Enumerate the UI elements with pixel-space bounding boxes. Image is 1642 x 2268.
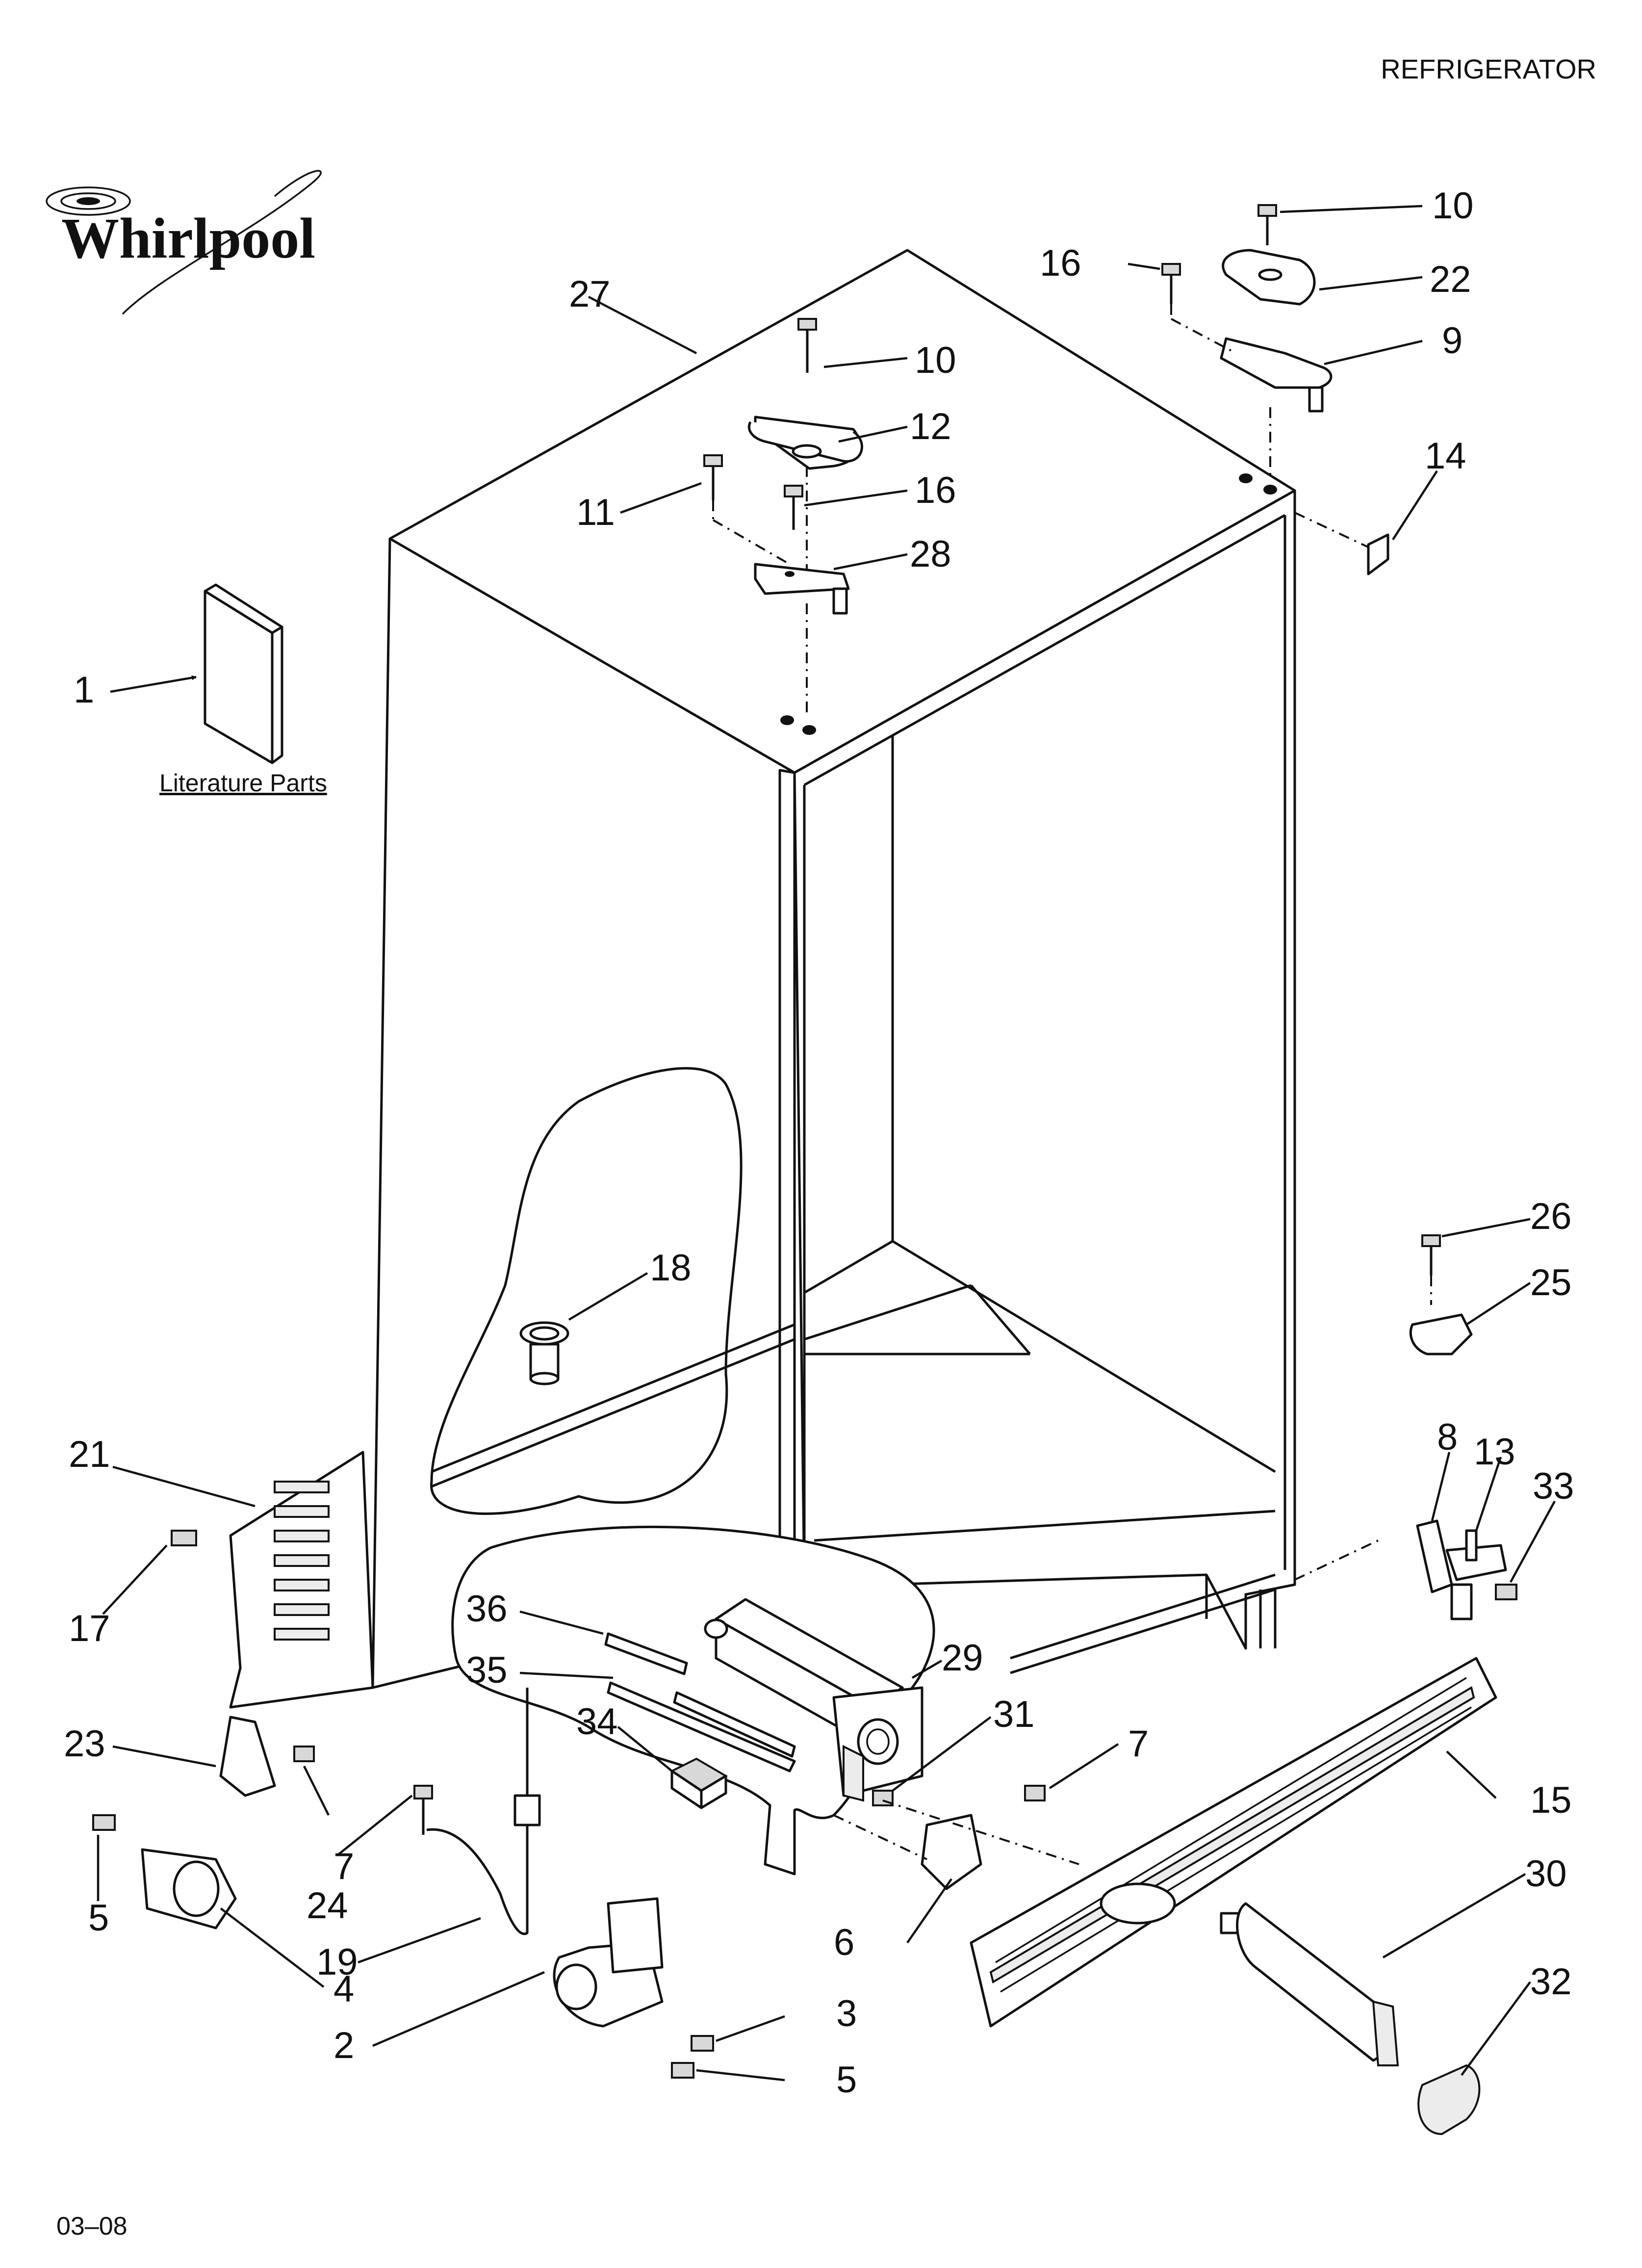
callout-29: 29 [942,1637,983,1679]
callout-4: 4 [334,1968,354,2010]
callout-7b: 7 [1128,1723,1149,1765]
callout-9: 9 [1442,320,1462,362]
plug-14 [1367,533,1389,575]
top-hinge-left [747,416,863,615]
bottom-hinge-right [1294,1519,1517,1620]
rear-grille-panel [171,1451,374,1709]
clip-34 [670,1757,728,1809]
literature-booklet [204,583,283,764]
callout-18: 18 [650,1247,692,1289]
screw-set-top [703,204,1441,1276]
callout-32: 32 [1530,1961,1572,2003]
callout-36: 36 [466,1588,508,1630]
callout-2: 2 [334,2025,354,2066]
brand-logo-text: Whirlpool [61,206,315,270]
top-hinge-right [1220,249,1333,413]
callout-1: 1 [74,669,94,711]
callout-33: 33 [1533,1465,1574,1507]
callout-16b: 16 [915,469,956,511]
callout-24: 24 [307,1885,348,1927]
callout-6: 6 [834,1922,854,1963]
whirlpool-logo: Whirlpool [46,170,322,315]
callout-34: 34 [576,1701,618,1743]
water-filter-cartridge [1220,1902,1399,2066]
header-category: REFRIGERATOR [1381,53,1596,84]
callout-5b: 5 [836,2059,857,2101]
callout-22: 22 [1430,259,1471,300]
water-tube-19 [413,1688,541,1935]
filter-bracket-6 [833,1785,1079,1890]
filter-cap-32 [1417,2064,1481,2136]
callout-25: 25 [1530,1262,1572,1303]
bracket-23 [219,1716,315,1797]
callout-23: 23 [64,1723,105,1765]
callout-30: 30 [1525,1853,1567,1895]
callout-28: 28 [910,533,951,575]
callout-11: 11 [576,492,615,533]
leader-lines [97,205,1556,2082]
callout-8: 8 [1437,1416,1458,1458]
literature-parts-label: Literature Parts [159,769,327,797]
leveling-roller [92,1814,237,1929]
callout-35: 35 [466,1649,508,1691]
bottom-hinge-left [553,1897,714,2079]
callout-12: 12 [910,406,951,447]
callout-3: 3 [836,1993,857,2034]
callout-26: 26 [1530,1196,1572,1237]
callout-17: 17 [69,1608,110,1649]
footer-code: 03–08 [56,2212,128,2241]
callout-5a: 5 [88,1897,109,1939]
tube-assembly [604,1632,796,1773]
filter-housing [704,1598,924,1802]
callout-13: 13 [1474,1431,1515,1473]
callout-10a: 10 [915,339,956,381]
callout-16a: 16 [1040,242,1081,284]
callout-27: 27 [569,273,611,315]
callout-labels: 1 2 3 4 5 5 6 7 7 8 9 10 10 11 12 13 14 … [64,185,1574,2101]
callout-31: 31 [993,1694,1035,1735]
callout-10b: 10 [1432,185,1474,227]
base-grille [970,1657,1497,2028]
hinge-cam-25 [1409,1313,1473,1356]
callout-7a: 7 [334,1846,354,1887]
callout-19: 19 [316,1941,358,1983]
drain-fitting [519,1321,569,1385]
cutaway-upper [430,1067,1031,1515]
callout-14: 14 [1425,435,1466,477]
callout-15: 15 [1530,1779,1572,1821]
callout-21: 21 [69,1434,110,1475]
